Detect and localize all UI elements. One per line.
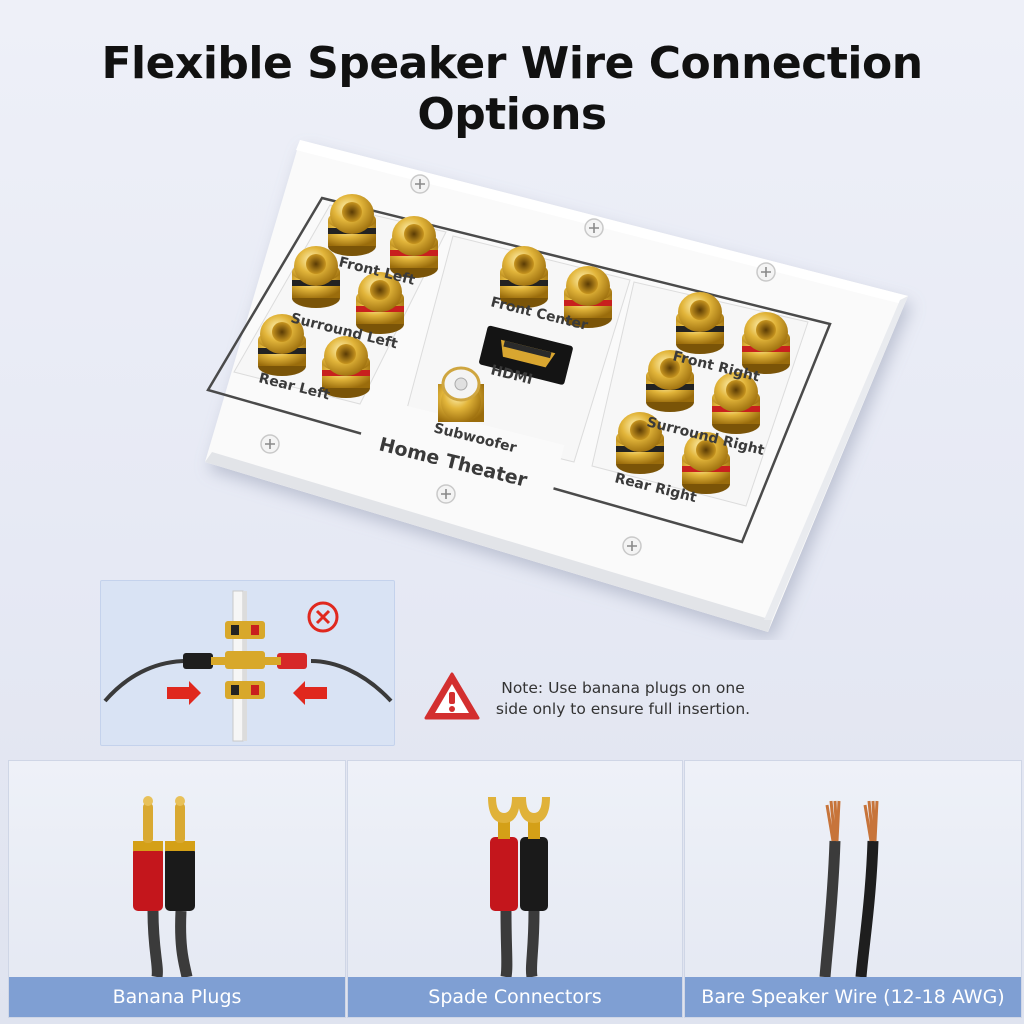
arrow-left-icon bbox=[293, 681, 327, 705]
panel-banana-plugs: Banana Plugs bbox=[8, 760, 346, 1018]
note-callout: Note: Use banana plugs on one side only … bbox=[424, 672, 764, 722]
binding-post-icon bbox=[742, 312, 790, 374]
screw-icon bbox=[260, 434, 280, 454]
panel-bare-speaker-wire: Bare Speaker Wire (12-18 AWG) bbox=[684, 760, 1022, 1018]
note-line-1: Note: Use banana plugs on one bbox=[501, 679, 745, 697]
x-mark-icon bbox=[307, 601, 339, 633]
binding-post-icon bbox=[676, 292, 724, 354]
binding-post-icon bbox=[292, 246, 340, 308]
binding-post-icon bbox=[328, 194, 376, 256]
arrow-right-icon bbox=[167, 681, 201, 705]
bare-wire-icon bbox=[819, 800, 879, 977]
rca-jack-icon bbox=[438, 366, 484, 422]
panel-label: Banana Plugs bbox=[9, 977, 345, 1017]
screw-icon bbox=[410, 174, 430, 194]
screw-icon bbox=[622, 536, 642, 556]
spade-connector-icon bbox=[488, 797, 550, 977]
wall-plate: Front Left Surround Left Rear Left Front… bbox=[205, 140, 908, 632]
panel-spade-connectors: Spade Connectors bbox=[347, 760, 683, 1018]
warning-triangle-icon bbox=[424, 672, 480, 720]
screw-icon bbox=[756, 262, 776, 282]
screw-icon bbox=[436, 484, 456, 504]
banana-plug-icon bbox=[133, 796, 195, 977]
note-line-2: side only to ensure full insertion. bbox=[495, 700, 751, 718]
incorrect-connection-illustration bbox=[100, 580, 395, 746]
page-title: Flexible Speaker Wire Connection Options bbox=[101, 38, 923, 140]
screw-icon bbox=[584, 218, 604, 238]
hdmi-port-icon bbox=[479, 325, 573, 385]
panel-label: Bare Speaker Wire (12-18 AWG) bbox=[685, 977, 1021, 1017]
panel-label: Spade Connectors bbox=[348, 977, 682, 1017]
